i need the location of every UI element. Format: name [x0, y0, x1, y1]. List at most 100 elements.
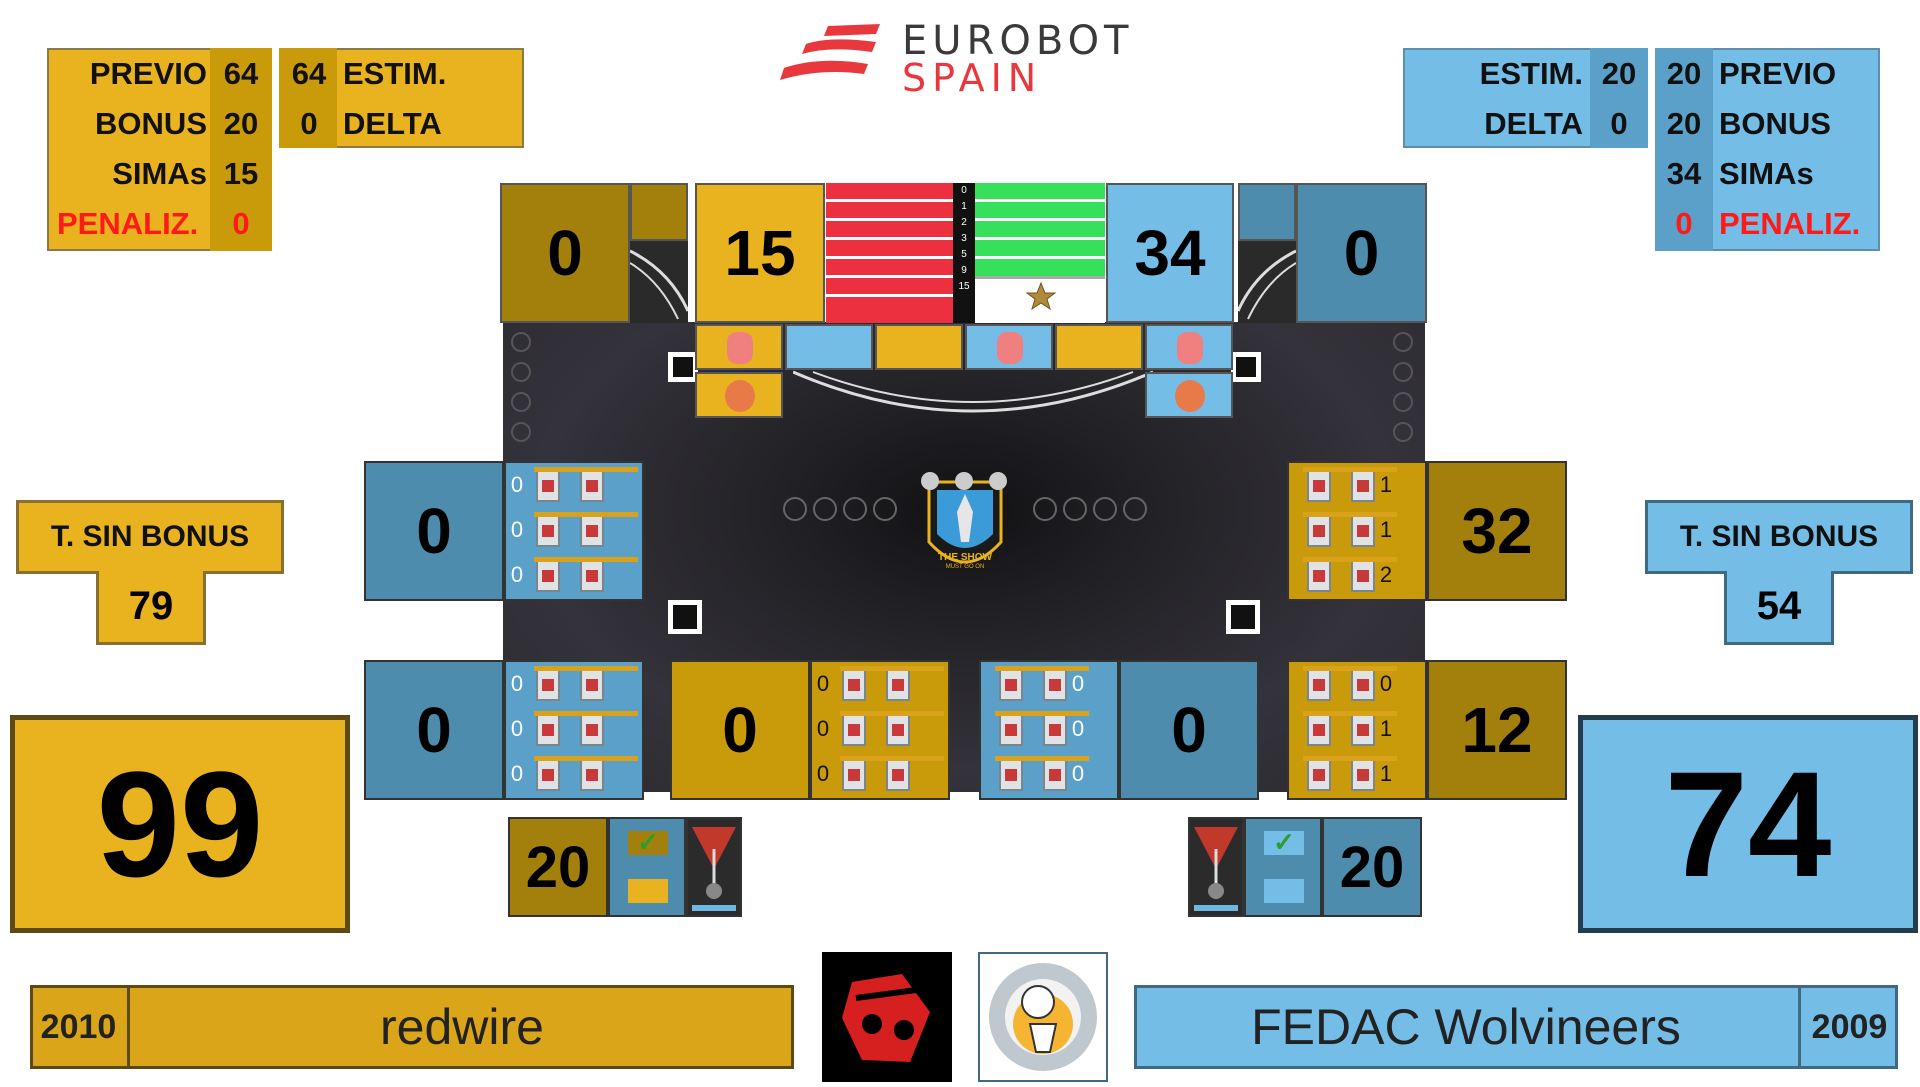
right-total-score: 74: [1664, 739, 1832, 908]
zone-bot-left-yellow-score: 0: [722, 694, 758, 766]
right-bonus-label: BONUS: [1719, 106, 1831, 141]
rack-row: 0: [506, 510, 642, 550]
zone-bot-right-yellow: [1427, 660, 1567, 800]
left-total-score: 99: [96, 739, 264, 908]
ladder-label: 3: [961, 233, 967, 244]
left-previo-label: PREVIO: [89, 56, 207, 91]
left-sin-bonus-value: 79: [128, 583, 174, 628]
rack-count: 1: [1379, 716, 1393, 741]
rack-row: 0: [812, 709, 948, 749]
rack-row: 0: [1299, 664, 1425, 704]
left-check-box: [628, 831, 668, 855]
zone-bot-left-yellow: [670, 660, 810, 800]
rack-row: 2: [1299, 555, 1425, 595]
rack-count: 0: [1379, 671, 1393, 696]
rack-row: 0: [991, 709, 1117, 749]
left-delta-label: DELTA: [343, 106, 442, 141]
tile-blue-3: [1145, 324, 1233, 370]
zone-bot-right-blue: [1119, 660, 1259, 800]
zone-bot-left-blue-score: 0: [416, 694, 452, 766]
rack-bot-right-blue: 0 0 0: [979, 660, 1119, 800]
rack-row: 1: [1299, 465, 1425, 505]
rack-count: 0: [816, 671, 830, 696]
blue-ramp: [1236, 241, 1297, 323]
logo-line1: EUROBOT: [902, 18, 1134, 64]
blue-zone-box: [1296, 183, 1427, 323]
left-simas-value: 15: [223, 156, 259, 191]
right-total-box: [1578, 715, 1918, 933]
left-bonus-value: 20: [525, 834, 591, 900]
rack-row: 1: [1299, 754, 1425, 794]
right-team-year: 2009: [1798, 985, 1898, 1069]
shield-icon: [927, 480, 1003, 564]
zone-bot-left-blue: [364, 660, 504, 800]
robot-icon: [727, 332, 753, 364]
yellow-simas-score: 15: [724, 217, 796, 289]
right-check-box: [1264, 831, 1304, 855]
rack-row: 1: [1299, 510, 1425, 550]
left-delta-value: 0: [300, 106, 318, 141]
sponsor-icon-3: [989, 472, 1007, 490]
rack-count: 0: [510, 671, 524, 696]
rack-row: 0: [991, 754, 1117, 794]
left-stats-table: PREVIO 64 64 ESTIM. BONUS 20 0 DELTA SIM…: [47, 48, 524, 251]
right-previo-label: PREVIO: [1719, 56, 1837, 91]
left-previo-value: 64: [223, 56, 259, 91]
yellow-zone-box: [500, 183, 630, 323]
robot-icon: [1177, 332, 1203, 364]
rack-row: 0: [812, 664, 948, 704]
left-team-name: redwire: [380, 999, 544, 1055]
left-total-box: [10, 715, 350, 933]
rack-count: 1: [1379, 517, 1393, 542]
right-team-name: FEDAC Wolvineers: [1251, 999, 1681, 1055]
rack-mid-right-yellow: 1 1 2: [1287, 461, 1427, 601]
rack-bot-left-blue: 0 0 0: [504, 660, 644, 800]
tile-blue-1: [785, 324, 873, 370]
rack-count: 0: [1071, 716, 1085, 741]
right-check-empty: [1264, 879, 1304, 903]
rack-row: 0: [506, 465, 642, 505]
rack-row: 0: [812, 754, 948, 794]
robot-icon: [997, 332, 1023, 364]
yellow-simas-box: [695, 183, 825, 323]
rack-count: 0: [510, 761, 524, 786]
left-check-mark: ✓: [637, 827, 659, 857]
right-simas-label: SIMAs: [1719, 156, 1814, 191]
ladder-scale: 0 1 2 3 5 9 15: [953, 183, 975, 323]
rack-row: 0: [991, 664, 1117, 704]
aruco-marker-top-right: [1231, 352, 1261, 382]
rack-row: 0: [506, 754, 642, 794]
yellow-zone-tab: [630, 183, 688, 241]
tile-yellow-3: [1055, 324, 1143, 370]
right-penaliz-label: PENALIZ.: [1719, 206, 1861, 241]
right-delta-value: 0: [1610, 106, 1628, 141]
stage-arc: [793, 370, 1153, 413]
tile-yellow-2: [875, 324, 963, 370]
right-bonus-check-panel: ✓: [1244, 817, 1322, 917]
guitar-card-icon: [692, 827, 736, 911]
rack-row: 0: [506, 664, 642, 704]
right-delta-label: DELTA: [1484, 106, 1583, 141]
zone-bot-right-yellow-score: 12: [1461, 694, 1533, 766]
right-estim-label: ESTIM.: [1479, 56, 1583, 91]
ladder-label: 15: [958, 281, 970, 292]
star-icon: [1025, 281, 1057, 311]
zone-mid-right-yellow: [1427, 461, 1567, 601]
rack-count: 0: [816, 761, 830, 786]
rack-count: 0: [510, 562, 524, 587]
rack-count: 0: [510, 472, 524, 497]
left-bonus-value: 20: [223, 106, 259, 141]
rack-bot-right-yellow: 0 1 1: [1287, 660, 1427, 800]
flower-icon: [1175, 380, 1205, 412]
right-penaliz-value: 0: [1675, 206, 1693, 241]
left-team-year: 2010: [30, 985, 130, 1069]
ladder-red: [826, 183, 953, 323]
ladder-label: 2: [961, 217, 967, 228]
game-field: THE SHOW MUST GO ON: [503, 322, 1425, 792]
rack-row: 0: [506, 555, 642, 595]
tile-blue-2: [965, 324, 1053, 370]
yellow-zone-score: 0: [547, 217, 583, 289]
logo-line2: SPAIN: [902, 56, 1043, 100]
left-check-empty: [628, 879, 668, 903]
zone-mid-left-blue: [364, 461, 504, 601]
